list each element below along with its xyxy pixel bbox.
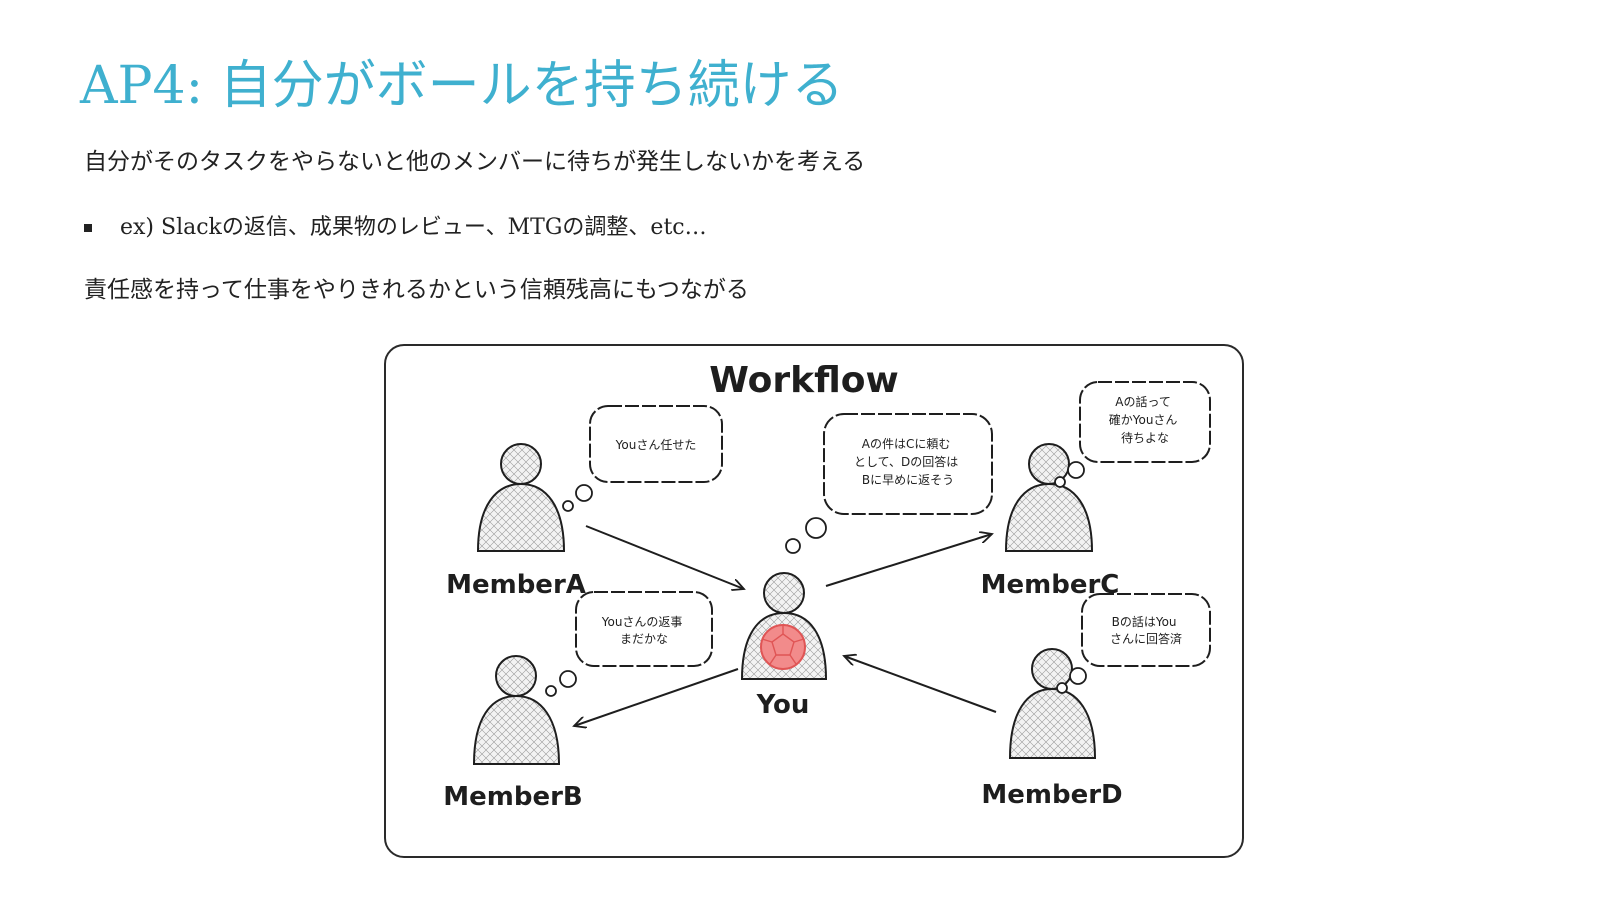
bubble-you-line-3: Bに早めに返そう xyxy=(862,473,954,487)
thought-bubble-member-c xyxy=(1054,381,1211,488)
member-d-head xyxy=(1031,648,1073,690)
bubble-c-line-2: 確かYouさん xyxy=(1109,412,1178,427)
member-a-figure xyxy=(476,443,566,552)
bubble-text-member-c: Aの話って 確かYouさん 待ちよな xyxy=(1109,394,1182,445)
bubble-text-you: Aの件はCに頼む として、Dの回答は Bに早めに返そう xyxy=(854,437,962,487)
member-b-body xyxy=(472,694,561,765)
member-d-body xyxy=(1008,687,1097,759)
member-b-head xyxy=(495,655,537,697)
member-c-figure xyxy=(1004,443,1094,552)
arrow-membera-to-you xyxy=(585,525,744,589)
arrow-memberd-to-you xyxy=(844,656,997,713)
thought-bubble-member-b xyxy=(545,591,713,697)
bubble-c-line-3: 待ちよな xyxy=(1121,431,1169,445)
bubble-b-line-1: Youさんの返事 xyxy=(601,615,683,629)
conclusion-text: 責任感を持って仕事をやりきれるかという信頼残高にもつながる xyxy=(84,277,749,303)
arrow-you-to-memberb xyxy=(574,668,739,726)
workflow-diagram: Workflow MemberA MemberB MemberC Membe xyxy=(384,344,1244,858)
member-a-body xyxy=(476,482,566,552)
bubble-d-line-2: さんに回答済 xyxy=(1110,631,1182,646)
bullet-square-icon xyxy=(84,224,92,232)
intro-text: 自分がそのタスクをやらないと他のメンバーに待ちが発生しないかを考える xyxy=(84,149,866,175)
arrow-you-to-memberc xyxy=(825,534,992,587)
slide-title: AP4: 自分がボールを持ち続ける xyxy=(80,56,844,116)
member-a-label: MemberA xyxy=(446,570,586,600)
thought-bubble-member-d xyxy=(1056,593,1211,694)
ball-icon xyxy=(760,624,806,670)
bubble-text-member-d: Bの話はYou さんに回答済 xyxy=(1110,614,1182,646)
member-d-figure xyxy=(1008,648,1097,759)
bubble-text-member-a: Youさん任せた xyxy=(615,438,697,452)
bubble-d-line-1: Bの話はYou xyxy=(1112,614,1177,629)
member-a-head xyxy=(500,443,542,485)
you-label: You xyxy=(756,690,810,720)
thought-bubble-member-a xyxy=(562,405,723,512)
you-figure xyxy=(740,572,828,680)
member-b-label: MemberB xyxy=(443,782,582,812)
member-d-label: MemberD xyxy=(981,780,1122,810)
bubble-text-member-b: Youさんの返事 まだかな xyxy=(601,615,687,646)
bubble-you-line-1: Aの件はCに頼む xyxy=(862,437,951,451)
diagram-title: Workflow xyxy=(709,360,899,401)
bubble-you-line-2: として、Dの回答は xyxy=(854,454,958,469)
you-head xyxy=(763,572,805,614)
example-bullet-text: ex) Slackの返信、成果物のレビュー、MTGの調整、etc… xyxy=(120,215,707,240)
member-c-body xyxy=(1004,482,1094,552)
example-bullet: ex) Slackの返信、成果物のレビュー、MTGの調整、etc… xyxy=(84,212,707,244)
member-b-figure xyxy=(472,655,561,765)
bubble-b-line-2: まだかな xyxy=(620,632,668,646)
bubble-c-line-1: Aの話って xyxy=(1115,394,1171,409)
workflow-svg: Workflow MemberA MemberB MemberC Membe xyxy=(443,360,1211,812)
bubble-a-line-1: Youさん任せた xyxy=(615,438,697,452)
thought-bubble-you xyxy=(785,413,993,554)
